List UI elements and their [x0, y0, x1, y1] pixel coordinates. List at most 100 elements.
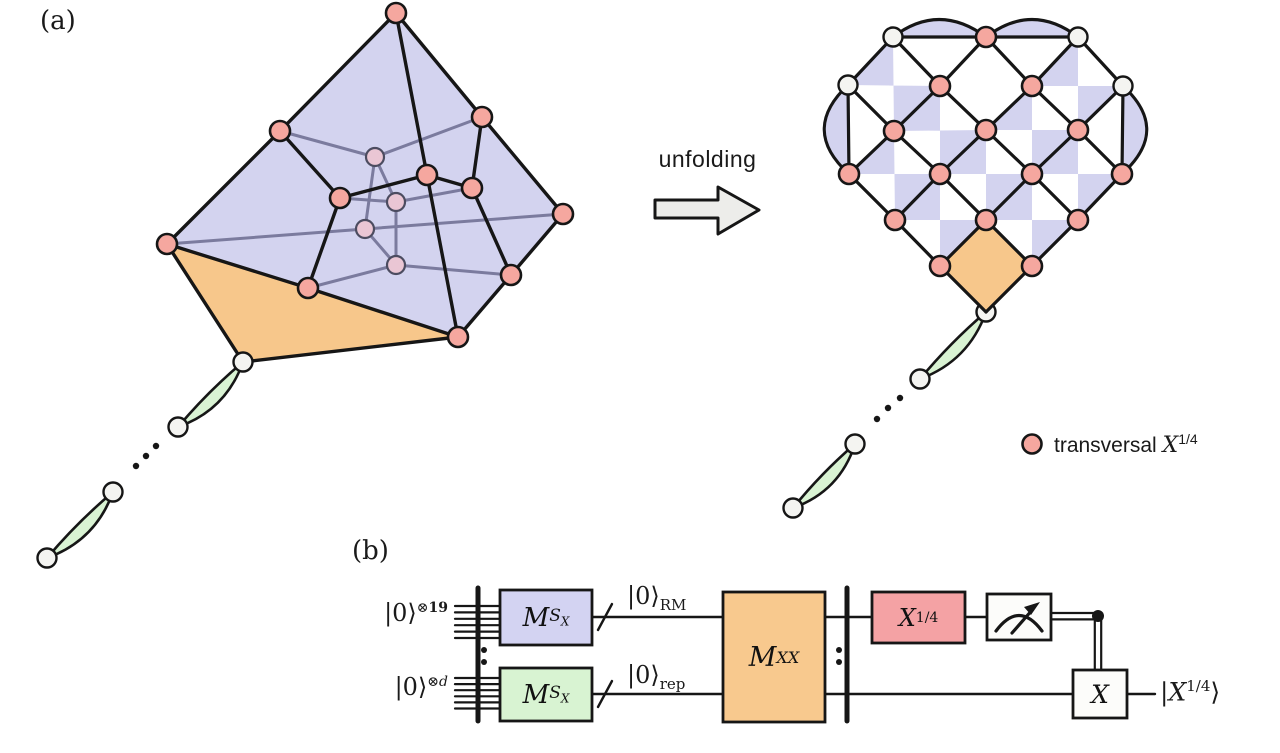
qubit-node [1020, 254, 1044, 278]
qubit-node [974, 118, 998, 142]
rep-qubit-node [844, 433, 866, 455]
legend-pink-marker [1021, 433, 1043, 455]
gate-x: X [1091, 679, 1109, 709]
qubit-node [974, 208, 998, 232]
rep-link [173, 357, 246, 430]
boundary-arc [891, 18, 988, 39]
ket-base: |0⟩ [394, 673, 428, 701]
vdots [836, 659, 842, 665]
gate-m: M [522, 602, 550, 633]
ket-base: X [1168, 677, 1187, 707]
input-ket-19: |0⟩⊗19 [330, 599, 448, 627]
ellipsis-dot [142, 452, 150, 460]
hidden-qubit-node [385, 254, 407, 276]
qubit-node [974, 25, 998, 49]
qubit-node [1110, 162, 1134, 186]
boundary-arc [984, 18, 1080, 39]
qubit-node [1020, 162, 1044, 186]
gate-m-sub-s: S [549, 606, 561, 627]
wire-label-rep: |0⟩rep [627, 661, 685, 693]
vdots [481, 659, 487, 665]
circuit-group [453, 585, 1157, 724]
qubit-node [551, 202, 575, 226]
ket-exponent: 1/4 [1186, 677, 1211, 695]
panel-b-label: (b) [352, 536, 389, 566]
rep-qubit-node [102, 481, 124, 503]
rep-link [915, 307, 989, 382]
unfolding-arrow-icon [653, 185, 761, 236]
circuit-gate-box [721, 590, 827, 724]
otimes-symbol: ⊗ [427, 674, 440, 690]
unfolded-lattice-group [822, 18, 1149, 314]
ket-base: |0⟩ [384, 599, 417, 627]
qubit-node [928, 254, 952, 278]
rep-chain-group [36, 301, 997, 569]
ellipsis-dot [884, 404, 892, 412]
rep-qubit-node [909, 368, 931, 390]
ket-exponent: 19 [428, 600, 448, 616]
rep-qubit-node [232, 351, 254, 373]
gate-x: X [898, 603, 916, 632]
qubit-node [470, 105, 494, 129]
gate-x-exponent: 1/4 [915, 609, 939, 626]
unfolding-label: unfolding [658, 146, 757, 172]
rep-qubit-node [167, 416, 189, 438]
polytope-group [155, 1, 575, 364]
circuit-gate-box [1071, 668, 1129, 720]
meter-icon [994, 614, 1044, 633]
ket-open: | [1160, 677, 1169, 707]
gate-x-label: X [1073, 670, 1127, 718]
legend-math-exp: 1/4 [1178, 431, 1198, 447]
qubit-node [460, 176, 484, 200]
otimes-symbol: ⊗ [416, 600, 429, 616]
panel-a-label: (a) [40, 6, 76, 36]
rep-qubit-node [782, 497, 804, 519]
rep-link [789, 439, 858, 511]
ket-base: |0⟩ [627, 661, 660, 689]
circuit-gate-box [498, 666, 594, 723]
ellipsis-dot [873, 415, 881, 423]
gate-m: M [522, 679, 550, 710]
gate-m-sub-x: X [560, 691, 570, 706]
boundary-arc [822, 83, 851, 176]
qubit-node [882, 119, 906, 143]
ellipsis-dot [132, 462, 140, 470]
wire-label-rm: |0⟩RM [627, 582, 686, 614]
qubit-node [384, 1, 408, 25]
orange-face [167, 244, 458, 362]
qubit-node [415, 163, 439, 187]
ellipsis-dot [152, 442, 160, 450]
boundary-qubit-node [882, 26, 904, 48]
hidden-qubit-node [354, 218, 376, 240]
rep-qubit-node [36, 547, 58, 569]
vdots [481, 647, 487, 653]
gate-m-sub-x: X [560, 614, 570, 629]
ellipsis-dot [896, 394, 904, 402]
ket-subscript: RM [659, 595, 687, 614]
classical-control-dot [1092, 610, 1104, 622]
legend-math-x: X [1162, 433, 1179, 458]
rep-link [42, 487, 116, 561]
qubit-node [296, 276, 320, 300]
qubit-node [928, 162, 952, 186]
plaquette [1032, 37, 1123, 130]
circuit-gate-box [870, 590, 967, 645]
boundary-qubit-node [1112, 75, 1134, 97]
qubit-node [446, 325, 470, 349]
gate-m: M [748, 641, 777, 673]
unfolding-arrow-group [653, 185, 761, 236]
output-ket-label: |X1/4⟩ [1160, 677, 1220, 706]
boundary-qubit-node [837, 74, 859, 96]
gate-mxx-sub: XX [776, 647, 800, 667]
qubit-node [1020, 74, 1044, 98]
ket-close: ⟩ [1210, 677, 1221, 707]
qubit-node [1066, 118, 1090, 142]
qubit-node [837, 162, 861, 186]
ket-base: |0⟩ [627, 582, 660, 610]
